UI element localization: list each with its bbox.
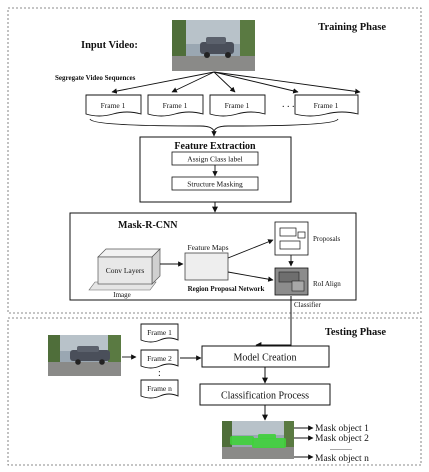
rpn-label: Region Proposal Network [188, 285, 265, 293]
input-video-thumbnail [172, 20, 255, 71]
classifier-label: Classifier [294, 301, 321, 309]
conv-layers-label: Conv Layers [106, 266, 145, 275]
testing-phase-title: Testing Phase [325, 327, 387, 338]
test-frame-n: Frame n [141, 380, 178, 398]
frame-label: Frame 1 [147, 328, 172, 337]
proposals-label: Proposals [313, 235, 341, 243]
test-frame-1: Frame 1 [141, 324, 178, 342]
frame-label: Frame 2 [147, 354, 172, 363]
frame-doc-4: Frame 1 [295, 95, 358, 116]
frames-ellipsis: . . . [282, 99, 295, 110]
test-frame-2: Frame 2 [141, 350, 178, 368]
segregate-arrows [112, 72, 360, 92]
proposals-box [275, 222, 308, 255]
frame-label: Frame 1 [225, 101, 250, 110]
roi-align-box [275, 268, 308, 295]
frame-doc-2: Frame 1 [148, 95, 203, 116]
frame-label: Frame 1 [163, 101, 188, 110]
classification-label: Classification Process [221, 391, 309, 402]
input-video-label: Input Video: [81, 40, 138, 51]
frame-label: Frame 1 [101, 101, 126, 110]
segregate-label: Segregate Video Sequences [55, 74, 136, 82]
frame-label: Frame 1 [314, 101, 339, 110]
mask-object-n: Mask object n [315, 454, 369, 464]
masked-output-thumbnail [222, 421, 294, 459]
structure-masking-label: Structure Masking [187, 180, 243, 189]
test-video-thumbnail [48, 335, 121, 376]
feature-maps-label: Feature Maps [187, 243, 228, 252]
mask-object-dots: ........... [330, 443, 352, 452]
image-label: Image [113, 291, 131, 299]
feature-extraction-title: Feature Extraction [174, 141, 256, 152]
frame-doc-1: Frame 1 [86, 95, 141, 116]
model-creation-label: Model Creation [233, 353, 296, 364]
feature-maps-box [185, 253, 228, 280]
roi-to-model-arrow [256, 296, 291, 345]
frame-doc-3: Frame 1 [210, 95, 265, 116]
test-frame-dots: : [158, 368, 161, 379]
output-arrows [294, 428, 313, 457]
mask-rcnn-title: Mask-R-CNN [118, 220, 178, 231]
roi-align-label: RoI Align [313, 280, 341, 288]
frame-label: Frame n [147, 384, 172, 393]
frames-merge-brace [90, 119, 338, 136]
training-phase-title: Training Phase [318, 22, 386, 33]
assign-class-label: Assign Class label [187, 155, 242, 164]
mask-object-1: Mask object 1 [315, 424, 369, 434]
